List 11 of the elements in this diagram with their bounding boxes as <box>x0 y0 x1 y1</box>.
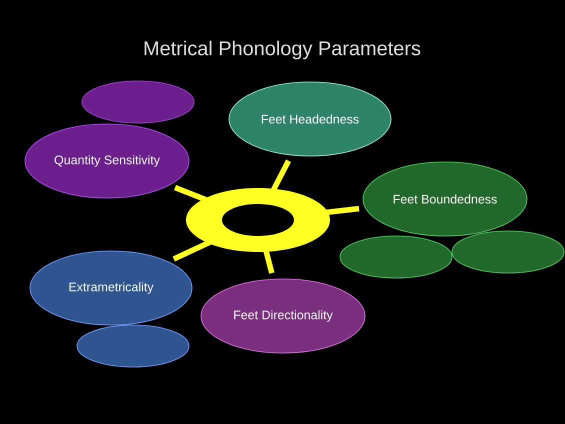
title: Metrical Phonology Parameters <box>144 40 420 60</box>
spoke-line <box>174 185 208 202</box>
empty-ellipse <box>452 230 564 274</box>
empty-ellipse <box>340 236 452 278</box>
ring-drawing <box>186 188 330 252</box>
spoke-line <box>172 239 212 262</box>
spoke-line <box>324 206 360 216</box>
ellipse-node: Feet Directionality <box>200 278 366 354</box>
empty-ellipse <box>82 80 194 124</box>
empty-ellipse <box>76 324 190 368</box>
ellipse-node: Feet Headedness <box>228 82 392 156</box>
